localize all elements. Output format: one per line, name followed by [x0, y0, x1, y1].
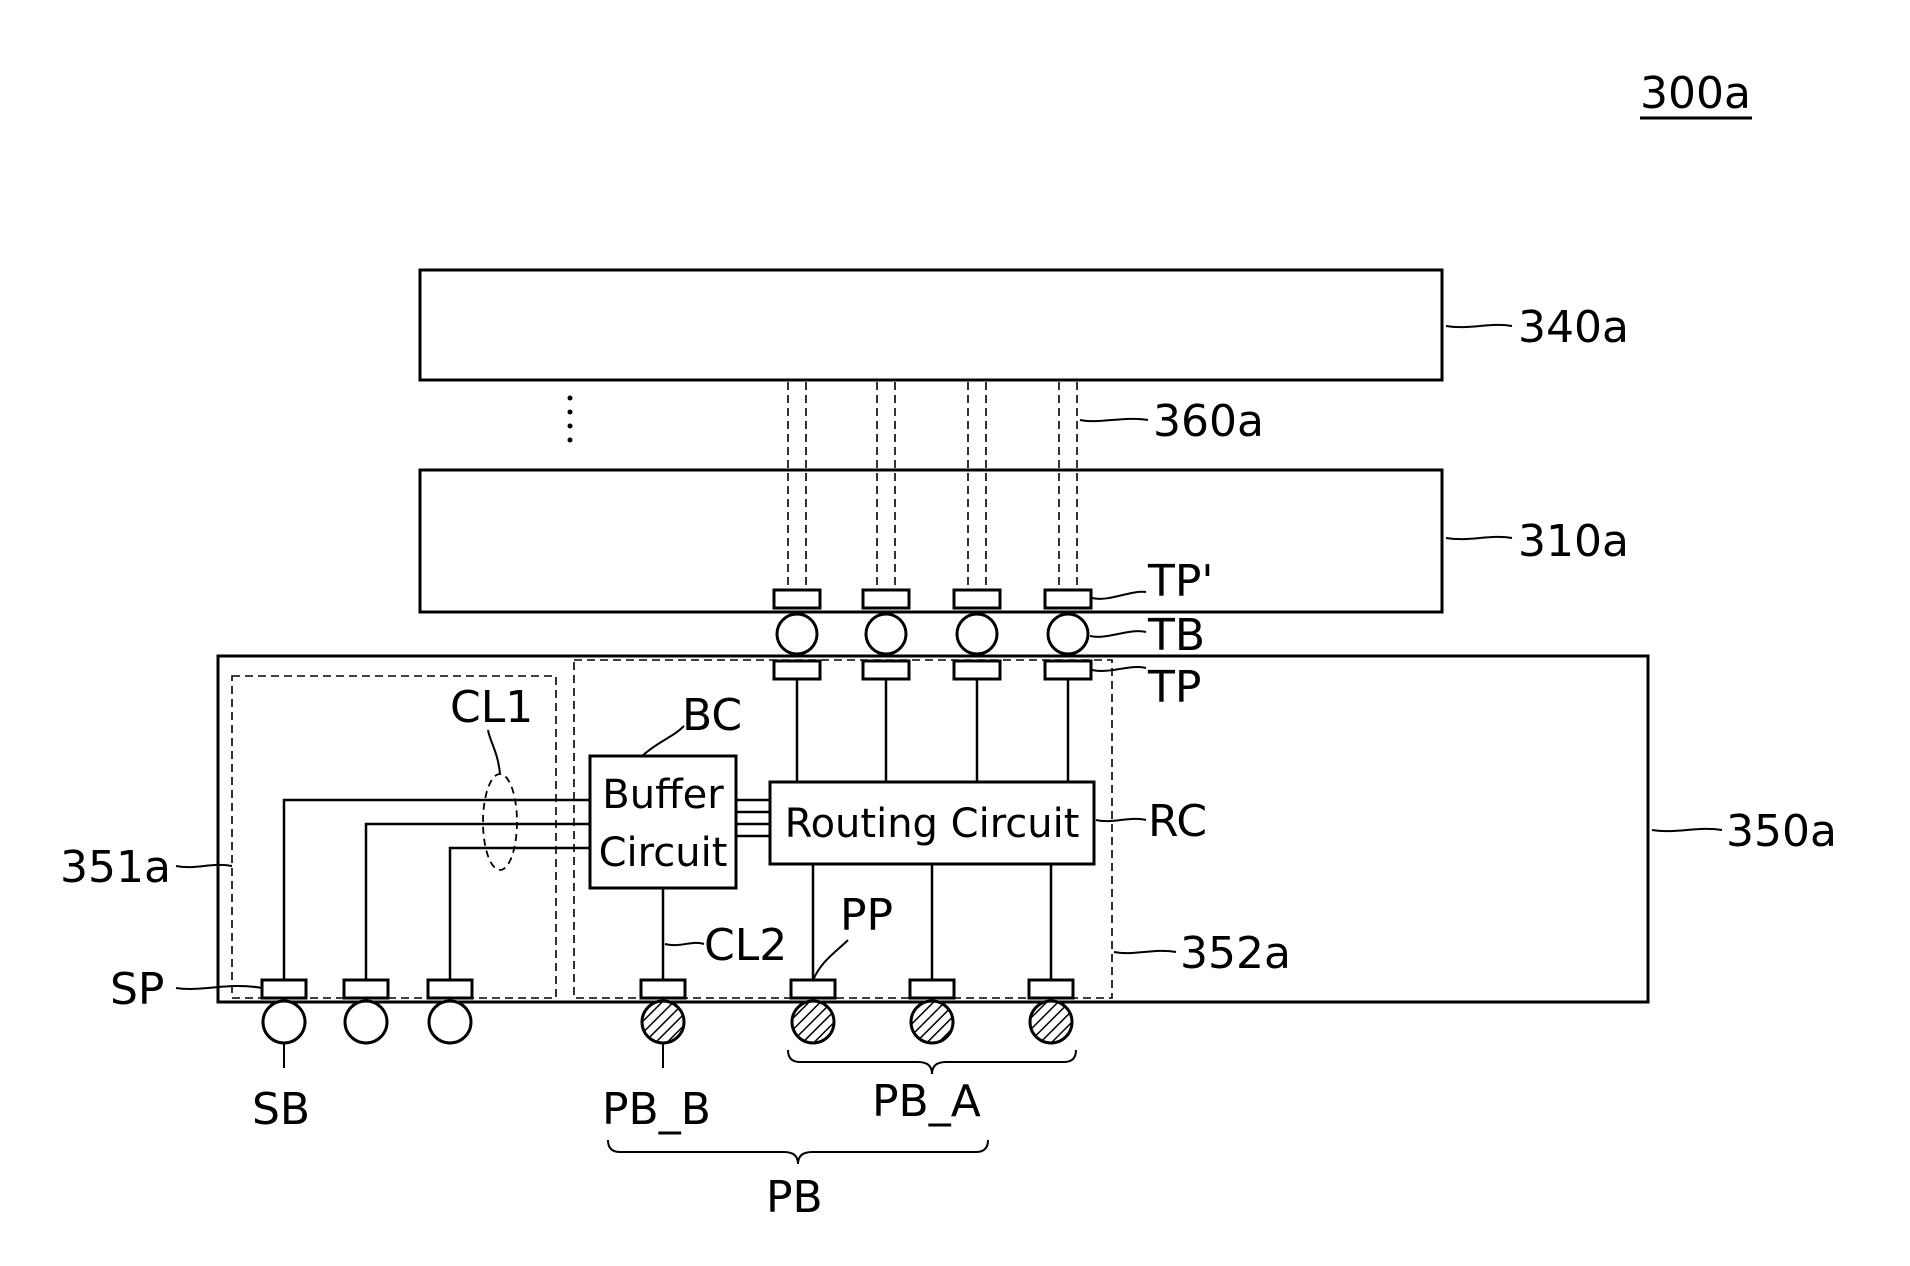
buffer-circuit-line1: Buffer [602, 772, 724, 818]
core-die-label: 310a [1518, 516, 1629, 567]
pb-brace [608, 1140, 988, 1164]
pb-a-label: PB_A [872, 1076, 981, 1127]
sp-label: SP [110, 964, 164, 1015]
right-region-leader [1114, 951, 1176, 953]
pp-leader [813, 940, 848, 980]
sb-label: SB [252, 1084, 310, 1135]
pb-b-label: PB_B [602, 1084, 711, 1135]
routing-ref-label: RC [1148, 796, 1207, 847]
cl1-leader [488, 730, 500, 774]
core-die [420, 470, 1442, 612]
cl1-label: CL1 [450, 682, 533, 733]
interface-die-label: 350a [1726, 806, 1837, 857]
sp-pads [262, 980, 472, 998]
tp-prime-label: TP' [1147, 556, 1214, 607]
buffer-to-routing-lines [736, 800, 770, 836]
buffer-circuit-line2: Circuit [599, 830, 728, 876]
tp-leader [1092, 667, 1146, 671]
cl1-lines [284, 800, 590, 984]
figure-ref: 300a [1640, 68, 1751, 119]
top-die-label: 340a [1518, 302, 1629, 353]
tp-to-routing-lines [797, 679, 1068, 782]
top-die-leader [1446, 325, 1512, 327]
cl2-label: CL2 [704, 920, 787, 971]
cl1-group-ellipse [483, 774, 517, 870]
pp-pads [641, 980, 1073, 998]
pb-bumps [642, 1001, 1072, 1043]
tp-pads [774, 661, 1091, 679]
tp-prime-leader [1092, 592, 1146, 599]
tb-label: TB [1147, 610, 1205, 661]
left-region-leader [176, 865, 232, 867]
pb-label: PB [766, 1172, 823, 1223]
through-vias-leader [1080, 419, 1148, 421]
core-die-leader [1446, 537, 1512, 539]
interface-die-leader [1652, 829, 1722, 831]
pb-a-brace [788, 1050, 1076, 1074]
stack-ellipsis [568, 396, 573, 443]
buffer-ref-label: BC [682, 690, 742, 741]
tp-label: TP [1147, 662, 1201, 713]
pp-label: PP [840, 890, 893, 941]
through-vias [788, 382, 1077, 590]
tb-leader [1090, 631, 1146, 637]
buffer-ref-leader [642, 726, 684, 756]
top-die [420, 270, 1442, 380]
tb-bumps [777, 614, 1088, 654]
sb-bumps [263, 1001, 471, 1043]
routing-circuit-text: Routing Circuit [785, 801, 1080, 847]
right-region-label: 352a [1180, 928, 1291, 979]
cl2-leader [665, 943, 704, 945]
through-vias-label: 360a [1153, 396, 1264, 447]
left-region-label: 351a [60, 842, 171, 893]
tp-prime-pads [774, 590, 1091, 608]
routing-ref-leader [1096, 819, 1146, 821]
